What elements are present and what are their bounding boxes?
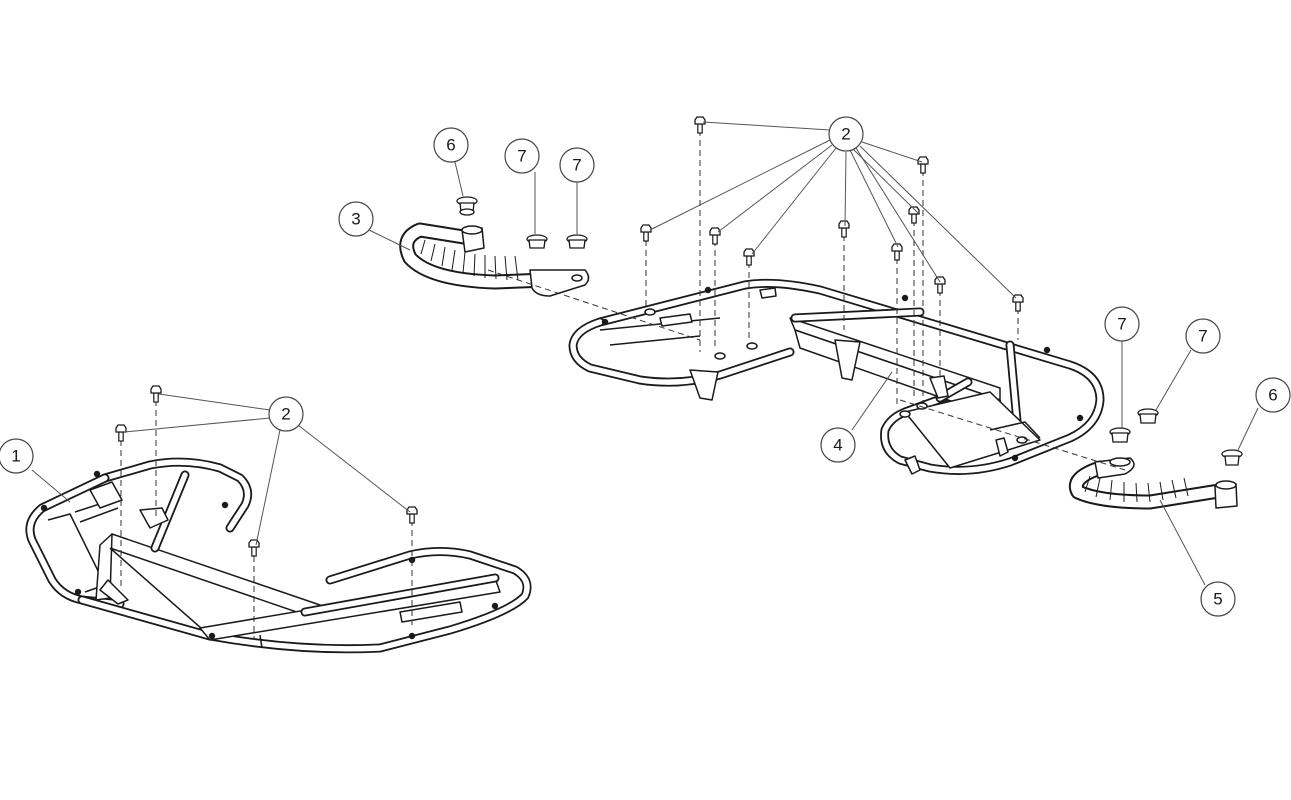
- bolt-icon: [115, 424, 127, 442]
- bolt-icon: [709, 227, 721, 245]
- callout-plug-left-1: 7: [504, 138, 540, 174]
- bolt-icon: [150, 385, 162, 403]
- front-rack: [25, 457, 532, 654]
- callout-bolt-lower: 2: [268, 396, 304, 432]
- plug-right-1: [1109, 427, 1131, 443]
- callout-label: 6: [446, 136, 455, 155]
- callout-label: 2: [281, 405, 290, 424]
- callout-front-rack: 1: [0, 438, 34, 474]
- bolt-icon: [694, 116, 706, 134]
- end-cap-right: [1221, 449, 1243, 466]
- callout-label: 7: [1117, 315, 1126, 334]
- callout-label: 7: [1198, 327, 1207, 346]
- callout-plug-right-2: 7: [1185, 318, 1221, 354]
- callout-label: 5: [1213, 590, 1222, 609]
- bolt-icon: [743, 248, 755, 266]
- bolt-icon: [838, 220, 850, 238]
- callout-label: 2: [841, 125, 850, 144]
- plug-right-2: [1137, 408, 1159, 424]
- callout-label: 1: [11, 447, 20, 466]
- callout-label: 7: [517, 147, 526, 166]
- bolt-icon: [891, 243, 903, 261]
- callout-bolt-upper: 2: [828, 116, 864, 152]
- callout-plug-right-1: 7: [1104, 306, 1140, 342]
- end-cap-left: [456, 196, 478, 216]
- callout-end-cap-left: 6: [433, 127, 469, 163]
- bolt-icon: [406, 506, 418, 524]
- bolt-icon: [1012, 294, 1024, 312]
- callout-right-handle: 5: [1200, 581, 1236, 617]
- bolt-icon: [934, 276, 946, 294]
- bolt-icon: [248, 539, 260, 557]
- leader-lines: [31, 121, 1259, 586]
- callout-left-handle: 3: [338, 201, 374, 237]
- plug-left-1: [526, 234, 548, 249]
- callout-label: 7: [572, 156, 581, 175]
- bolt-icon: [908, 206, 920, 224]
- callout-rear-rack: 4: [820, 427, 856, 463]
- alignment-lines: [120, 130, 1126, 640]
- left-handle: [399, 222, 590, 297]
- bolt-icon: [640, 224, 652, 242]
- right-handle: [1068, 457, 1238, 510]
- callout-label: 3: [351, 210, 360, 229]
- bolt-icon: [917, 156, 929, 174]
- callout-label: 6: [1268, 386, 1277, 405]
- callout-label: 4: [833, 436, 842, 455]
- callout-plug-left-2: 7: [559, 147, 595, 183]
- callout-end-cap-right: 6: [1255, 377, 1291, 413]
- plug-left-2: [566, 234, 588, 249]
